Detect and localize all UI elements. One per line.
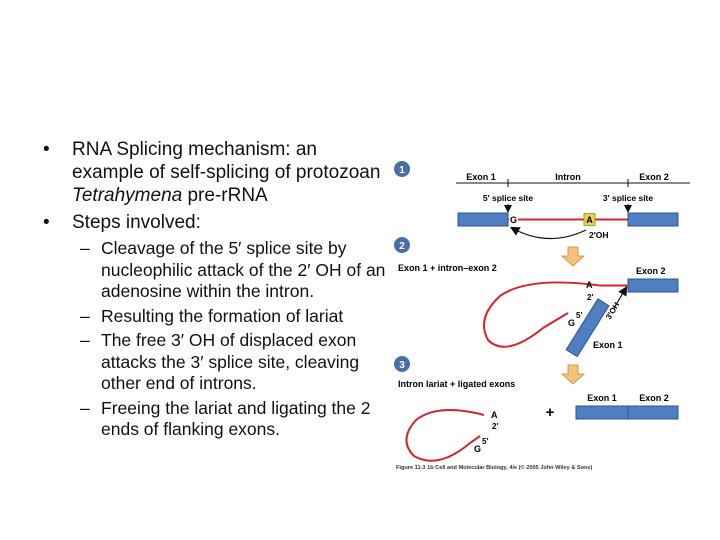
splicing-figure: 1 Exon 1 Intron Exon 2 5′ splice site 3′…: [394, 161, 690, 471]
step2-exon1-label: Exon 1: [593, 340, 623, 350]
step-3-number: 3: [399, 360, 405, 371]
step1-a-box: [583, 213, 596, 226]
sub-bullet-text: Freeing the lariat and ligating the 2 en…: [101, 397, 371, 440]
step2-lariat-loop: [483, 281, 601, 348]
bullet-dot: •: [43, 139, 50, 160]
bullet-rna-splicing: • RNA Splicing mechanism: an example of …: [40, 138, 390, 207]
sub-bullet-1: – Cleavage of the 5′ splice site by nucl…: [40, 238, 390, 303]
step1-intron-label: Intron: [555, 172, 581, 182]
bullet-text-2: Steps involved:: [72, 212, 201, 233]
step2-exon2-bar: [627, 278, 679, 293]
step3-title: Intron lariat + ligated exons: [398, 379, 515, 389]
bullet-steps: • Steps involved:: [40, 211, 390, 234]
step3-g-label: G: [474, 444, 481, 454]
step-arrow-2: [560, 364, 586, 385]
step3-lariat-loop: [405, 409, 485, 462]
step-1-number: 1: [399, 165, 405, 176]
step3-exon2-label: Exon 2: [639, 393, 669, 403]
step-1-circle: [394, 161, 410, 177]
step3-a-label: A: [491, 410, 498, 420]
step2-five-prime: 5′: [576, 311, 582, 320]
dash-marker: –: [80, 330, 90, 350]
step2-exon1-group: [565, 298, 610, 358]
sub-bullet-2: – Resulting the formation of lariat: [40, 306, 390, 328]
sub-bullet-text: Resulting the formation of lariat: [101, 305, 344, 326]
step2-title: Exon 1 + intron–exon 2: [398, 263, 497, 273]
step2-exon2-label: Exon 2: [636, 266, 666, 276]
step2-a-label: A: [586, 280, 593, 290]
bullet-text-organism: Tetrahymena: [72, 185, 183, 206]
dash-marker: –: [80, 397, 90, 418]
step1-oh-label: 2′OH: [589, 230, 609, 240]
dash-marker: –: [80, 238, 90, 258]
step-2-number: 2: [399, 241, 405, 252]
step1-a-label: A: [586, 215, 593, 225]
step1-splice5-label: 5′ splice site: [483, 193, 534, 203]
bullet-dot: •: [43, 212, 50, 233]
step2-exon1-bar: [565, 298, 610, 358]
step3-plus: +: [546, 404, 555, 421]
figure-caption: Figure 11-3 1b Cell and Molecular Biolog…: [396, 464, 593, 471]
step3-two-prime: 2′: [492, 422, 498, 431]
bullet-list: • RNA Splicing mechanism: an example of …: [40, 138, 390, 441]
step-3-circle: [394, 356, 410, 372]
step2-attack-arrow: [613, 285, 628, 309]
step1-splice3-label: 3′ splice site: [603, 193, 654, 203]
bullet-text-1b: pre-rRNA: [182, 185, 268, 206]
sub-bullet-text: The free 3′ OH of displaced exon attacks…: [101, 330, 360, 393]
step1-attack-arrow: [509, 226, 587, 240]
dash-marker: –: [80, 305, 90, 326]
bullet-text-1a: RNA Splicing mechanism: an example of se…: [72, 139, 381, 183]
step-arrow-1: [560, 246, 586, 267]
step-2-circle: [394, 237, 410, 253]
sub-bullet-4: – Freeing the lariat and ligating the 2 …: [40, 398, 390, 441]
step1-exon2-bar: [627, 212, 679, 227]
step2-oh3-label: 3′OH: [604, 301, 621, 322]
step1-g-label: G: [510, 215, 517, 225]
step3-five-prime: 5′: [482, 437, 488, 446]
step1-exon1-label: Exon 1: [466, 172, 496, 182]
sub-bullet-3: – The free 3′ OH of displaced exon attac…: [40, 330, 390, 395]
step1-exon1-bar: [457, 212, 509, 227]
step3-exon1-label: Exon 1: [587, 393, 617, 403]
step1-exon2-label: Exon 2: [639, 172, 669, 182]
step2-g-label: G: [568, 318, 575, 328]
step3-ligated-bar: [575, 405, 679, 420]
sub-bullet-text: Cleavage of the 5′ splice site by nucleo…: [101, 238, 386, 301]
step2-two-prime: 2′: [587, 293, 593, 302]
